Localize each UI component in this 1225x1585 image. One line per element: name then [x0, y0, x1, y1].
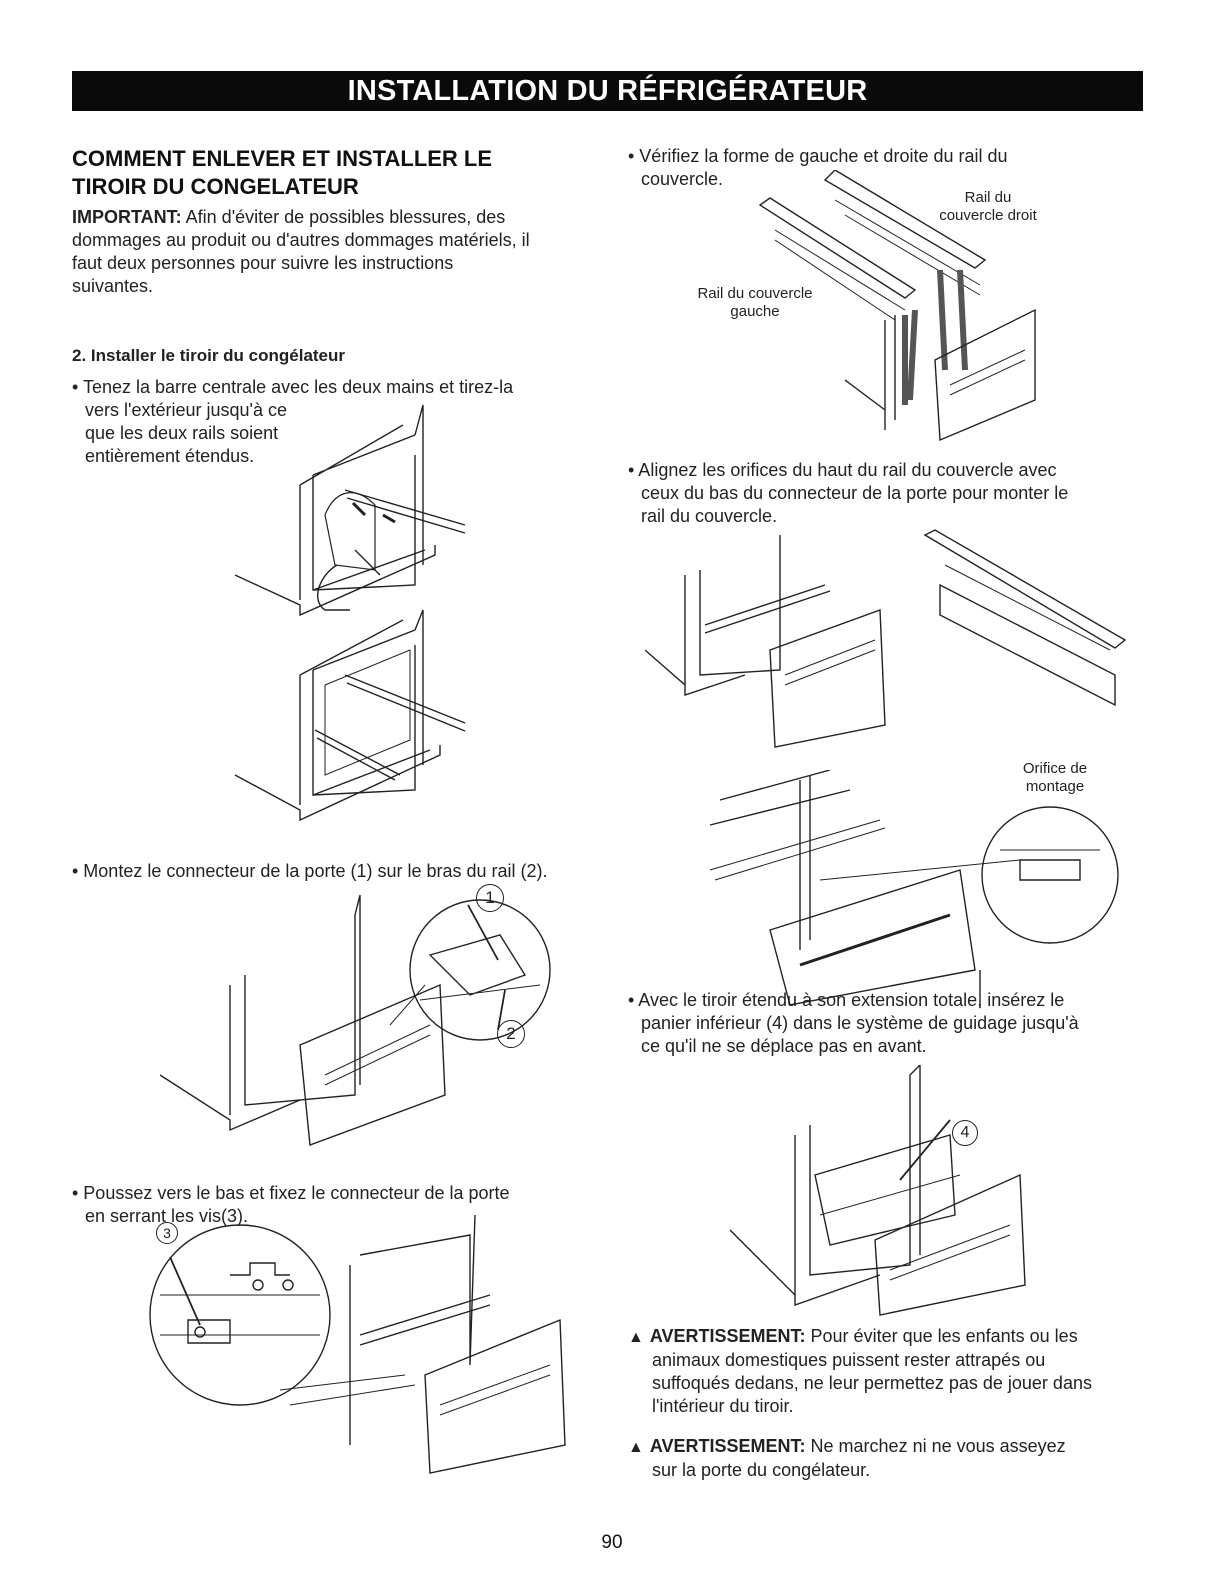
- step-line: en serrant les vis(3).: [85, 1206, 249, 1226]
- callout-3: 3: [156, 1222, 178, 1244]
- figure-cover-rails: [755, 170, 1055, 445]
- step-line: que les deux rails soient: [85, 423, 279, 443]
- important-line: faut deux personnes pour suivre les inst…: [72, 253, 454, 273]
- label-line: Orifice de: [1022, 760, 1088, 777]
- callout-1: 1: [476, 884, 504, 912]
- callout-2: 2: [497, 1020, 525, 1048]
- label-mounting-hole: Orifice de montage: [1000, 760, 1110, 796]
- right-step-1: • Vérifiez la forme de gauche et droite …: [628, 145, 1008, 191]
- left-step-1: • Tenez la barre centrale avec les deux …: [72, 376, 513, 468]
- section-title: COMMENT ENLEVER ET INSTALLER LE TIROIR D…: [72, 145, 492, 201]
- important-line: dommages au produit ou d'autres dommages…: [72, 230, 530, 250]
- figure-pull-rails: [225, 395, 485, 630]
- step-line: ce qu'il ne se déplace pas en avant.: [641, 1036, 927, 1056]
- warning-line: Ne marchez ni ne vous asseyez: [805, 1436, 1066, 1456]
- figure-fasten-screws: [140, 1215, 580, 1475]
- step-line: entièrement étendus.: [85, 446, 255, 466]
- figure-mount-connector: [160, 885, 580, 1155]
- warning-line: Pour éviter que les enfants ou les: [805, 1326, 1078, 1346]
- warning-line: l'intérieur du tiroir.: [652, 1396, 794, 1416]
- step-line: ceux du bas du connecteur de la porte po…: [641, 483, 1069, 503]
- warning-line: animaux domestiques puissent rester attr…: [652, 1350, 1046, 1370]
- figure-rails-extended: [225, 605, 485, 835]
- step-line: • Alignez les orifices du haut du rail d…: [628, 460, 1057, 480]
- step-line: panier inférieur (4) dans le système de …: [641, 1013, 1079, 1033]
- warning-2: ▲ AVERTISSEMENT: Ne marchez ni ne vous as…: [628, 1435, 1158, 1482]
- step-line: • Avec le tiroir étendu à son extension …: [628, 990, 1065, 1010]
- figure-align-holes: [645, 525, 1150, 760]
- warning-triangle-icon: ▲: [628, 1329, 644, 1346]
- step-line: couvercle.: [641, 169, 724, 189]
- warning-line: sur la porte du congélateur.: [652, 1460, 871, 1480]
- step-line: • Poussez vers le bas et fixez le connec…: [72, 1183, 510, 1203]
- label-line: Rail du couvercle: [697, 285, 813, 302]
- figure-basket-insert: [730, 1065, 1030, 1320]
- warning-label: AVERTISSEMENT:: [649, 1326, 806, 1346]
- label-line: couvercle droit: [939, 207, 1037, 224]
- label-line: gauche: [730, 303, 780, 320]
- step-line: • Tenez la barre centrale avec les deux …: [72, 377, 514, 397]
- page-banner: INSTALLATION DU RÉFRIGÉRATEUR: [72, 71, 1143, 111]
- figure-mounting-hole: [700, 770, 1130, 1010]
- label-right-rail: Rail du couvercle droit: [928, 189, 1048, 225]
- step-line: • Vérifiez la forme de gauche et droite …: [628, 146, 1008, 166]
- left-step-2: • Montez le connecteur de la porte (1) s…: [72, 860, 548, 883]
- step-line: rail du couvercle.: [641, 506, 778, 526]
- important-line: suivantes.: [72, 276, 154, 296]
- left-step-3: • Poussez vers le bas et fixez le connec…: [72, 1182, 510, 1228]
- important-notice: IMPORTANT: Afin d'éviter de possibles bl…: [72, 206, 592, 298]
- important-line: Afin d'éviter de possibles blessures, de…: [181, 207, 506, 227]
- warning-line: suffoqués dedans, ne leur permettez pas …: [652, 1373, 1092, 1393]
- label-line: Rail du: [964, 189, 1012, 206]
- warning-triangle-icon: ▲: [628, 1439, 644, 1456]
- step-line: • Montez le connecteur de la porte (1) s…: [72, 861, 548, 881]
- important-label: IMPORTANT:: [72, 207, 182, 227]
- warning-1: ▲ AVERTISSEMENT: Pour éviter que les enfa…: [628, 1325, 1158, 1418]
- warning-label: AVERTISSEMENT:: [649, 1436, 806, 1456]
- section-title-line: COMMENT ENLEVER ET INSTALLER LE: [72, 146, 493, 171]
- section-title-line: TIROIR DU CONGELATEUR: [72, 174, 359, 199]
- step-line: vers l'extérieur jusqu'à ce: [85, 400, 287, 420]
- right-step-2: • Alignez les orifices du haut du rail d…: [628, 459, 1068, 528]
- label-left-rail: Rail du couvercle gauche: [680, 285, 830, 321]
- right-step-3: • Avec le tiroir étendu à son extension …: [628, 989, 1079, 1058]
- label-line: montage: [1025, 778, 1085, 795]
- step-title: 2. Installer le tiroir du congélateur: [72, 346, 346, 365]
- page-number: 90: [601, 1532, 623, 1553]
- callout-4: 4: [952, 1120, 978, 1146]
